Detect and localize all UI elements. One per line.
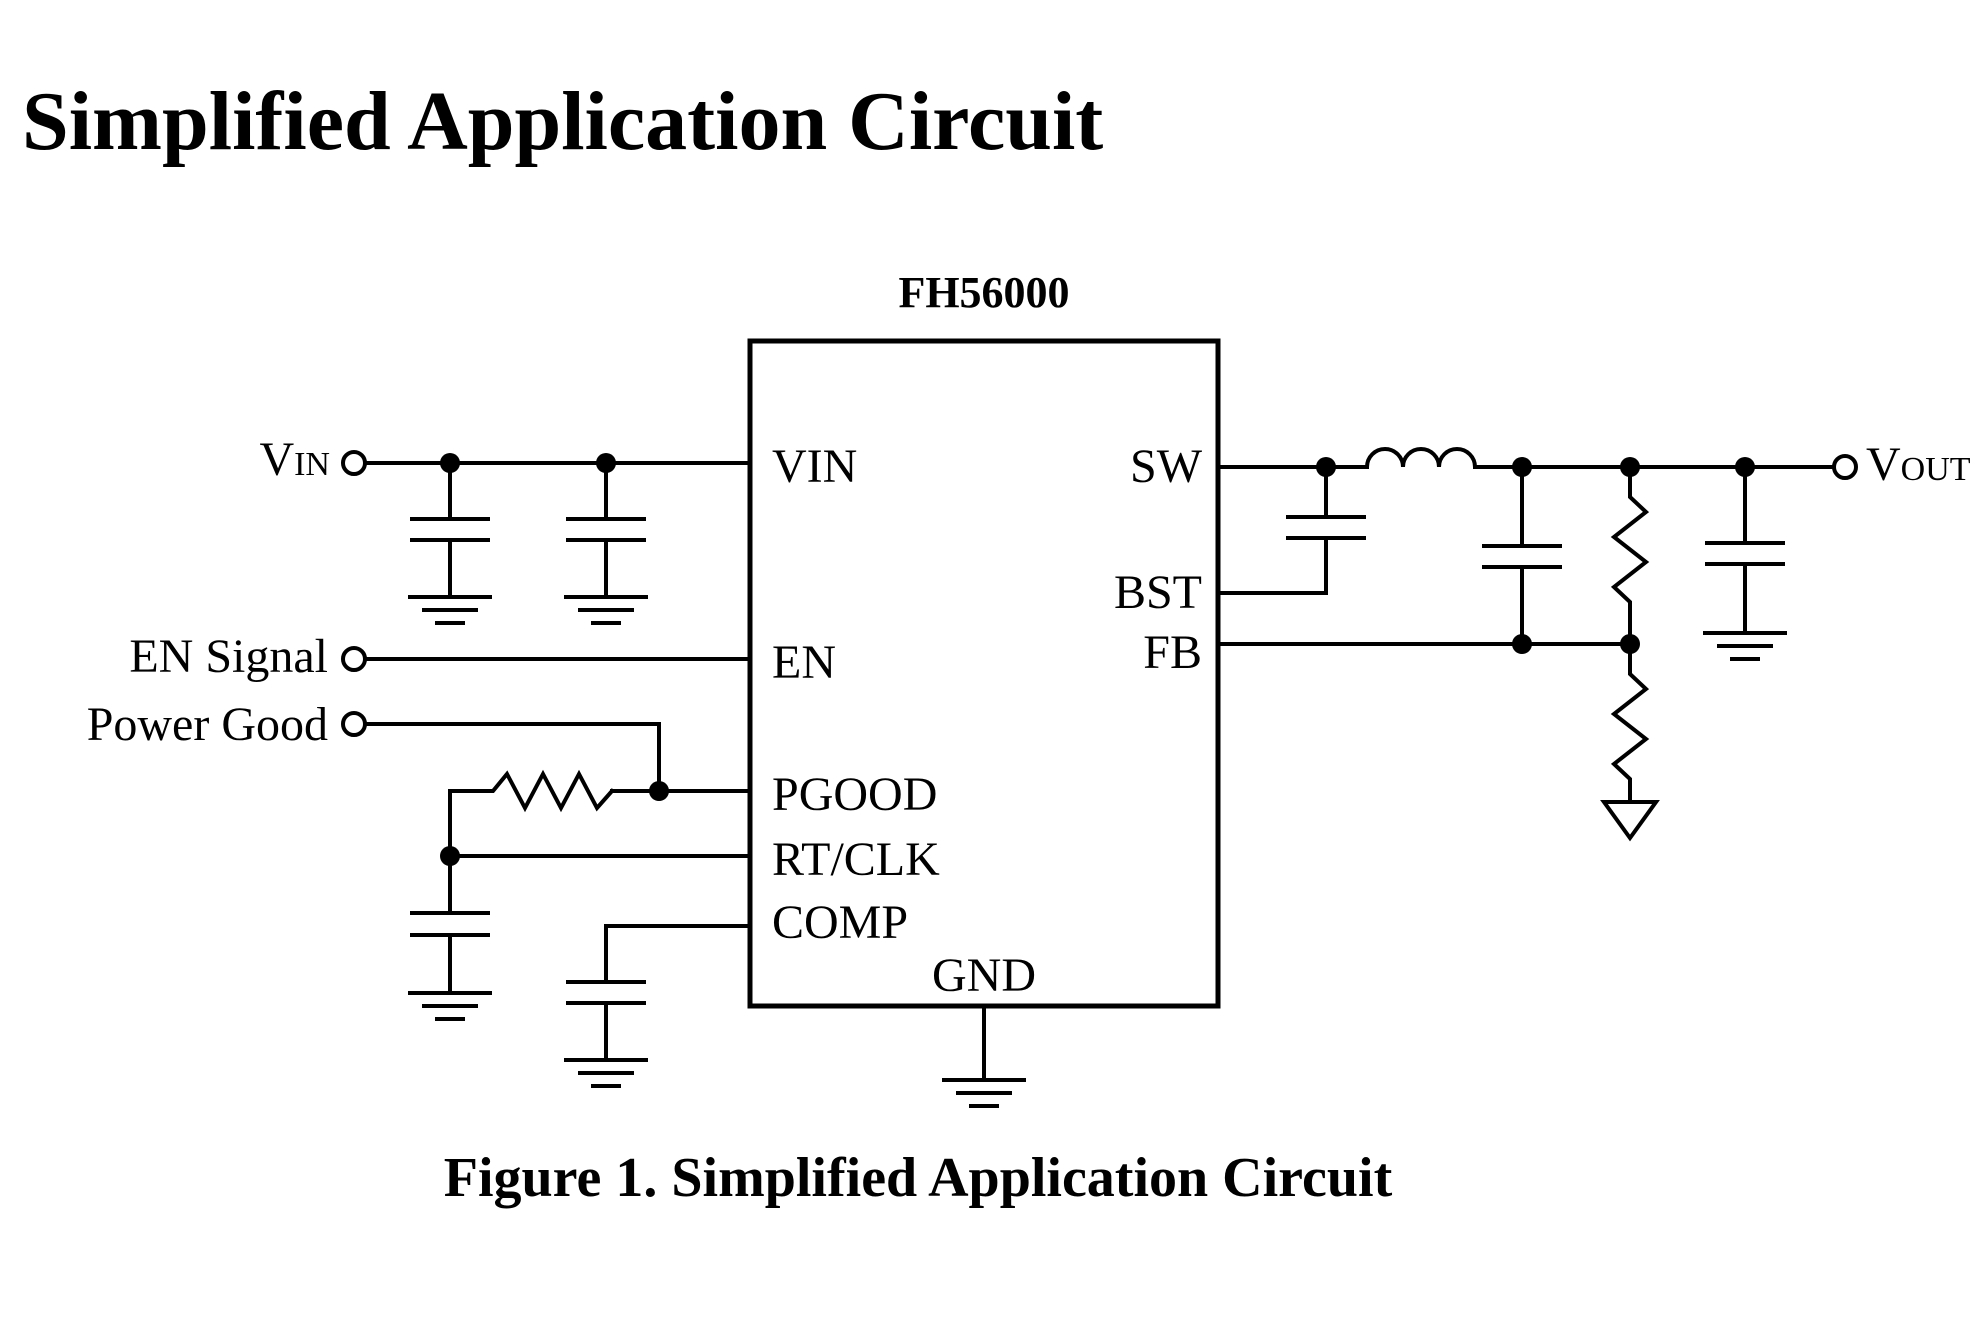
- junction-dot: [1316, 457, 1336, 477]
- pin-label-comp: COMP: [772, 896, 908, 949]
- vin-net: [360, 461, 752, 599]
- pin-label-pgood: PGOOD: [772, 768, 937, 821]
- power-good-label: Power Good: [87, 698, 328, 751]
- vout-terminal-label: VOUT: [1866, 438, 1971, 491]
- junction-dot: [1512, 457, 1532, 477]
- junction-dot: [1620, 634, 1640, 654]
- pin-label-rtclk: RT/CLK: [772, 833, 940, 886]
- comp-net: [566, 924, 752, 1062]
- ground-icon: [408, 595, 492, 625]
- junction-dot: [1735, 457, 1755, 477]
- pin-label-gnd: GND: [932, 949, 1036, 1002]
- junction-dot: [440, 453, 460, 473]
- feedback-resistor-bottom: [1610, 642, 1650, 804]
- junction-dot: [1620, 457, 1640, 477]
- ground-icon: [564, 1058, 648, 1088]
- inductor: [1364, 447, 1838, 470]
- ground-icon: [564, 595, 648, 625]
- figure-caption: Figure 1. Simplified Application Circuit: [443, 1147, 1393, 1209]
- part-number-label: FH56000: [898, 268, 1069, 317]
- pullup-resistor: [448, 769, 615, 858]
- pin-label-sw: SW: [1130, 440, 1203, 493]
- ground-icon: [1703, 631, 1787, 661]
- pgood-net: [360, 722, 752, 858]
- en-terminal: [341, 646, 367, 672]
- ground-icon: [408, 991, 492, 1021]
- vin-terminal-label: VIN: [259, 433, 330, 486]
- rtclk-net: [410, 854, 752, 995]
- pin-label-fb: FB: [1143, 626, 1202, 679]
- ground-triangle-icon: [1600, 800, 1660, 842]
- junction-dot: [649, 781, 669, 801]
- junction-dot: [440, 846, 460, 866]
- pin-label-en: EN: [772, 636, 836, 689]
- feedback-resistor-top: [1610, 465, 1650, 646]
- output-net: [1216, 447, 1838, 804]
- junction-dot: [596, 453, 616, 473]
- vin-terminal: [341, 450, 367, 476]
- power-good-terminal: [341, 711, 367, 737]
- vout-terminal: [1832, 454, 1858, 480]
- pin-label-bst: BST: [1114, 566, 1202, 619]
- ground-icon: [942, 1078, 1026, 1108]
- pin-label-vin: VIN: [772, 440, 857, 493]
- page-heading: Simplified Application Circuit: [22, 75, 1104, 168]
- en-signal-label: EN Signal: [129, 630, 328, 683]
- junction-dot: [1512, 634, 1532, 654]
